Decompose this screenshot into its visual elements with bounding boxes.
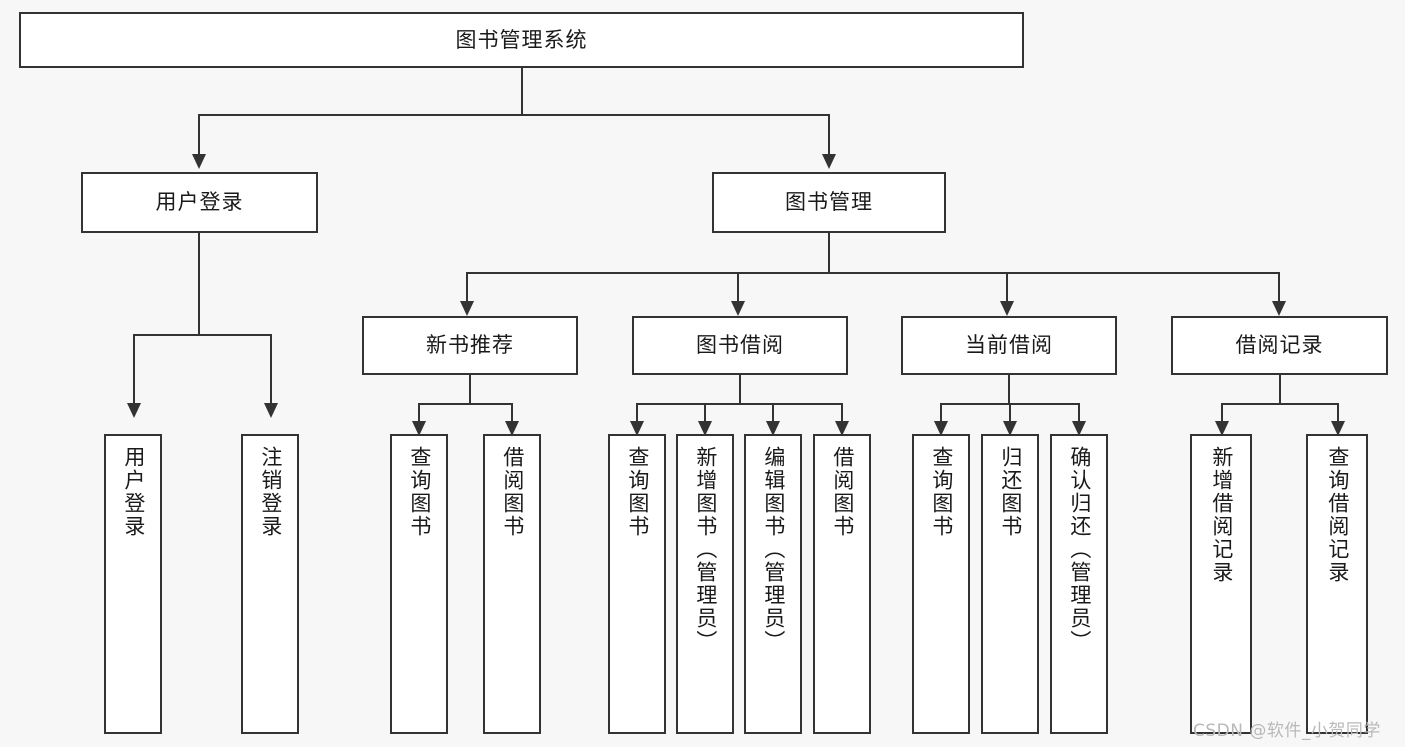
connector-user-login-bar xyxy=(133,334,272,336)
arrowhead-leaf-borrow-book-2 xyxy=(835,421,849,436)
connector-root-to-user-login xyxy=(198,114,200,154)
arrowhead-book-borrow xyxy=(731,301,745,316)
arrowhead-leaf-user-login xyxy=(127,403,141,418)
node-book-manage[interactable]: 图书管理 xyxy=(712,172,946,233)
leaf-label: 注销登录 xyxy=(258,446,283,538)
connector-user-login-drop-1 xyxy=(133,334,135,403)
node-root-system[interactable]: 图书管理系统 xyxy=(19,12,1024,68)
arrowhead-user-login xyxy=(192,154,206,169)
arrowhead-leaf-borrow-book-1 xyxy=(505,421,519,436)
connector-book-manage-bar xyxy=(466,272,1278,274)
leaf-label: 新增借阅记录 xyxy=(1209,446,1234,584)
connector-current-borrow-drop-2 xyxy=(1009,403,1011,421)
connector-new-book-drop-1 xyxy=(418,403,420,421)
leaf-query-book-borrow[interactable]: 查询图书 xyxy=(608,434,666,734)
connector-borrow-record-drop-1 xyxy=(1221,403,1223,421)
leaf-label: 确认归还（管理员） xyxy=(1067,446,1092,653)
node-label: 当前借阅 xyxy=(965,333,1053,357)
leaf-user-login[interactable]: 用户登录 xyxy=(104,434,162,734)
connector-current-borrow-stem xyxy=(1008,375,1010,404)
connector-book-borrow-drop-1 xyxy=(636,403,638,421)
node-label: 图书借阅 xyxy=(696,333,784,357)
leaf-label: 查询图书 xyxy=(407,446,432,538)
arrowhead-book-manage xyxy=(822,154,836,169)
leaf-label: 新增图书（管理员） xyxy=(693,446,718,653)
arrowhead-leaf-query-record xyxy=(1331,421,1345,436)
connector-root-stem xyxy=(521,68,523,115)
connector-current-borrow-drop-3 xyxy=(1078,403,1080,421)
node-label: 图书管理系统 xyxy=(455,27,588,52)
arrowhead-leaf-return-book xyxy=(1003,421,1017,436)
leaf-label: 借阅图书 xyxy=(500,446,525,538)
node-borrow-record[interactable]: 借阅记录 xyxy=(1171,316,1388,375)
node-label: 借阅记录 xyxy=(1235,333,1324,357)
connector-borrow-record-bar xyxy=(1221,403,1338,405)
node-new-book-recommend[interactable]: 新书推荐 xyxy=(362,316,578,375)
arrowhead-leaf-confirm-return xyxy=(1072,421,1086,436)
leaf-label: 编辑图书（管理员） xyxy=(761,446,786,653)
arrowhead-borrow-record xyxy=(1272,301,1286,316)
watermark-credit: CSDN @软件_小贺同学 xyxy=(1193,721,1381,741)
connector-book-borrow-stem xyxy=(739,375,741,404)
leaf-label: 借阅图书 xyxy=(830,446,855,538)
connector-current-borrow-drop-1 xyxy=(940,403,942,421)
arrowhead-leaf-query-book-1 xyxy=(412,421,426,436)
connector-new-book-drop-2 xyxy=(511,403,513,421)
connector-book-borrow-drop-4 xyxy=(841,403,843,421)
connector-book-manage-stem xyxy=(828,233,830,273)
arrowhead-leaf-add-book xyxy=(698,421,712,436)
leaf-query-book-current[interactable]: 查询图书 xyxy=(912,434,970,734)
connector-new-book-bar xyxy=(418,403,512,405)
leaf-label: 归还图书 xyxy=(998,446,1023,538)
connector-book-borrow-drop-2 xyxy=(704,403,706,421)
leaf-label: 查询图书 xyxy=(929,446,954,538)
connector-book-manage-drop-2 xyxy=(737,272,739,301)
connector-borrow-record-drop-2 xyxy=(1337,403,1339,421)
node-book-borrow[interactable]: 图书借阅 xyxy=(632,316,848,375)
leaf-confirm-return-admin[interactable]: 确认归还（管理员） xyxy=(1050,434,1108,734)
node-user-login[interactable]: 用户登录 xyxy=(81,172,318,233)
arrowhead-leaf-logout xyxy=(264,403,278,418)
connector-book-borrow-drop-3 xyxy=(772,403,774,421)
connector-book-manage-drop-1 xyxy=(466,272,468,301)
node-label: 图书管理 xyxy=(785,190,873,214)
connector-root-to-book-manage xyxy=(828,114,830,154)
connector-user-login-stem xyxy=(198,233,200,335)
connector-book-borrow-bar xyxy=(636,403,842,405)
connector-book-manage-drop-4 xyxy=(1278,272,1280,301)
arrowhead-new-book-recommend xyxy=(460,301,474,316)
node-label: 用户登录 xyxy=(155,190,244,214)
leaf-query-book-recommend[interactable]: 查询图书 xyxy=(390,434,448,734)
connector-book-manage-drop-3 xyxy=(1006,272,1008,301)
leaf-borrow-book-recommend[interactable]: 借阅图书 xyxy=(483,434,541,734)
leaf-return-book[interactable]: 归还图书 xyxy=(981,434,1039,734)
arrowhead-leaf-edit-book xyxy=(766,421,780,436)
arrowhead-current-borrow xyxy=(1000,301,1014,316)
node-label: 新书推荐 xyxy=(426,333,514,357)
arrowhead-leaf-query-book-3 xyxy=(934,421,948,436)
leaf-add-borrow-record[interactable]: 新增借阅记录 xyxy=(1190,434,1252,734)
node-current-borrow[interactable]: 当前借阅 xyxy=(901,316,1117,375)
arrowhead-leaf-query-book-2 xyxy=(630,421,644,436)
connector-borrow-record-stem xyxy=(1279,375,1281,404)
connector-root-bar xyxy=(198,114,830,116)
leaf-label: 查询图书 xyxy=(625,446,650,538)
leaf-label: 用户登录 xyxy=(121,446,146,538)
leaf-borrow-book[interactable]: 借阅图书 xyxy=(813,434,871,734)
leaf-query-borrow-record[interactable]: 查询借阅记录 xyxy=(1306,434,1368,734)
connector-user-login-drop-2 xyxy=(270,334,272,403)
leaf-add-book-admin[interactable]: 新增图书（管理员） xyxy=(676,434,734,734)
leaf-label: 查询借阅记录 xyxy=(1325,446,1350,584)
leaf-logout[interactable]: 注销登录 xyxy=(241,434,299,734)
leaf-edit-book-admin[interactable]: 编辑图书（管理员） xyxy=(744,434,802,734)
arrowhead-leaf-add-record xyxy=(1215,421,1229,436)
connector-new-book-stem xyxy=(469,375,471,404)
